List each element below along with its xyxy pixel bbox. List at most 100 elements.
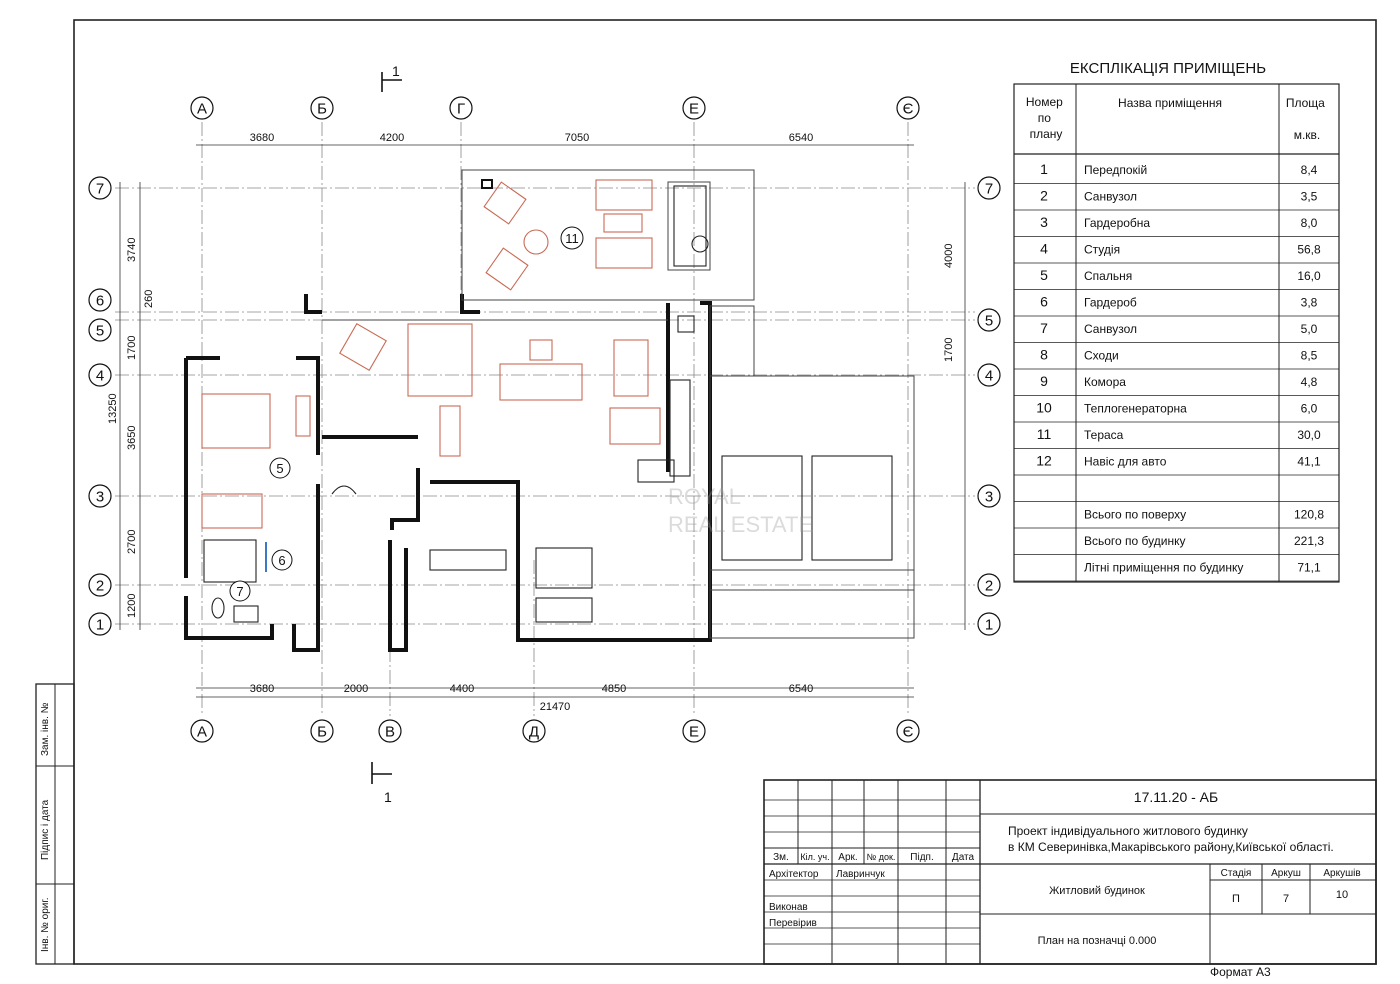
side-stamp: Інв. № ориг. Підпис і дата Зам. інв. №	[35, 683, 75, 965]
axis-bubble: Г	[449, 96, 473, 120]
table-cell-num: 8	[1040, 347, 1048, 363]
table-cell-name: Навіс для авто	[1084, 455, 1167, 469]
axis-bubble: 3	[88, 484, 112, 508]
axis-label: 1	[96, 617, 104, 634]
title-block-text: 17.11.20 - АБ Проект індивідуального жит…	[769, 789, 1361, 979]
sheet-header: Аркуш	[1271, 868, 1301, 879]
furniture	[201, 179, 661, 529]
axis-label: 1	[985, 617, 993, 634]
table-cell-area: 8,5	[1301, 349, 1318, 363]
room-marker: 5	[269, 457, 291, 479]
table-cell-name: Студія	[1084, 243, 1120, 257]
drawing-code: 17.11.20 - АБ	[1134, 789, 1218, 805]
table-cell-name: Гардеробна	[1084, 216, 1150, 230]
table-cell-area: 5,0	[1301, 322, 1318, 336]
dim-value: 2000	[344, 683, 368, 695]
axis-label: А	[197, 724, 207, 741]
room-number: 6	[278, 553, 285, 568]
axis-label: Б	[317, 101, 327, 118]
axis-label: Е	[689, 101, 699, 118]
col-doc: № док.	[867, 852, 896, 862]
table-cell-num: 1	[1040, 161, 1048, 177]
table-cell-num: 10	[1036, 400, 1052, 416]
table-cell-name: Всього по поверху	[1084, 508, 1186, 522]
dim-value: 2700	[126, 530, 138, 554]
sheet-name: План на позначці 0.000	[1038, 935, 1157, 947]
dim-value: 4400	[450, 683, 474, 695]
role-checker: Перевірив	[769, 918, 817, 929]
axis-label: 5	[985, 313, 993, 330]
dim-value: 3680	[250, 683, 274, 695]
watermark-line2: REAL ESTATE	[668, 512, 813, 537]
room-number: 11	[565, 231, 579, 246]
watermark: ROYAL REAL ESTATE	[668, 484, 813, 537]
header-area-line: м.кв.	[1294, 128, 1321, 142]
header-area: Площа м.кв.	[1286, 96, 1328, 142]
floor-plan: 1 1 А Б Г Е Є А Б	[88, 63, 1001, 805]
dim-value: 4850	[602, 683, 626, 695]
dim-value: 1200	[126, 594, 138, 618]
axis-bubble: 1	[977, 612, 1001, 636]
table-cell-name: Сходи	[1084, 349, 1119, 363]
axis-bubble: Є	[896, 96, 920, 120]
room-marker: 6	[271, 549, 293, 571]
col-sheet: Арк.	[838, 852, 857, 863]
building-name: Житловий будинок	[1049, 885, 1145, 897]
table-cell-area: 3,5	[1301, 190, 1318, 204]
axis-label: 5	[96, 323, 104, 340]
table-cell-num: 3	[1040, 214, 1048, 230]
axes-left: 7 6 5 4 3 2 1	[88, 176, 112, 636]
axis-label: 2	[96, 578, 104, 595]
dim-total-left: 13250	[107, 393, 119, 424]
col-date: Дата	[952, 852, 975, 863]
table-cell-area: 8,4	[1301, 163, 1318, 177]
axis-bubble: 5	[88, 318, 112, 342]
axis-bubble: 1	[88, 612, 112, 636]
axis-bubble: Е	[682, 719, 706, 743]
stage-header: Стадія	[1221, 868, 1252, 879]
axis-label: 2	[985, 578, 993, 595]
name-architect: Лавринчук	[836, 869, 885, 880]
side-stamp-label-replace: Зам. інв. №	[40, 702, 51, 756]
table-cell-num: 2	[1040, 188, 1048, 204]
table-cell-area: 120,8	[1294, 508, 1324, 522]
section-mark-bottom-label: 1	[384, 789, 392, 805]
axis-label: 7	[96, 181, 104, 198]
dim-value: 1700	[126, 336, 138, 360]
axis-bubble: А	[190, 96, 214, 120]
table-cell-name: Тераса	[1084, 428, 1124, 442]
axis-bubble: 7	[977, 176, 1001, 200]
table-cell-area: 3,8	[1301, 296, 1318, 310]
col-signature: Підп.	[910, 852, 933, 863]
axis-label: Г	[457, 101, 465, 118]
axis-label: 7	[985, 181, 993, 198]
table-cell-name: Спальня	[1084, 269, 1132, 283]
axis-bubble: 2	[88, 573, 112, 597]
axes-top: А Б Г Е Є	[190, 96, 920, 120]
axis-bubble: Б	[310, 719, 334, 743]
room-labels: 11 5 6 7	[229, 226, 584, 602]
header-name: Назва приміщення	[1118, 96, 1222, 110]
axes-right: 7 5 4 3 2 1	[977, 176, 1001, 636]
section-mark-top: 1	[381, 63, 402, 92]
dim-value: 4000	[943, 244, 955, 268]
header-num-line: плану	[1030, 127, 1063, 141]
dims-left: 3740 260 1700 3650 2700 1200 13250	[107, 238, 155, 618]
table-cell-name: Всього по будинку	[1084, 534, 1185, 548]
project-location: в КМ Северинівка,Макарівського району,Ки…	[1008, 840, 1334, 854]
axis-bubble: 2	[977, 573, 1001, 597]
axis-bubble: А	[190, 719, 214, 743]
axis-bubble: 7	[88, 176, 112, 200]
section-mark-bottom: 1	[371, 762, 392, 805]
header-num-line: Номер	[1026, 95, 1063, 109]
project-title: Проект індивідуального житлового будинку	[1008, 824, 1248, 838]
dim-value: 7050	[565, 132, 589, 144]
sheets-value: 10	[1336, 889, 1348, 901]
header-num-line: по	[1038, 111, 1051, 125]
table-cell-area: 71,1	[1297, 561, 1321, 575]
dim-value: 6540	[789, 683, 813, 695]
table-cell-area: 6,0	[1301, 402, 1318, 416]
table-cell-area: 16,0	[1297, 269, 1321, 283]
axis-label: Е	[689, 724, 699, 741]
table-cell-area: 8,0	[1301, 216, 1318, 230]
